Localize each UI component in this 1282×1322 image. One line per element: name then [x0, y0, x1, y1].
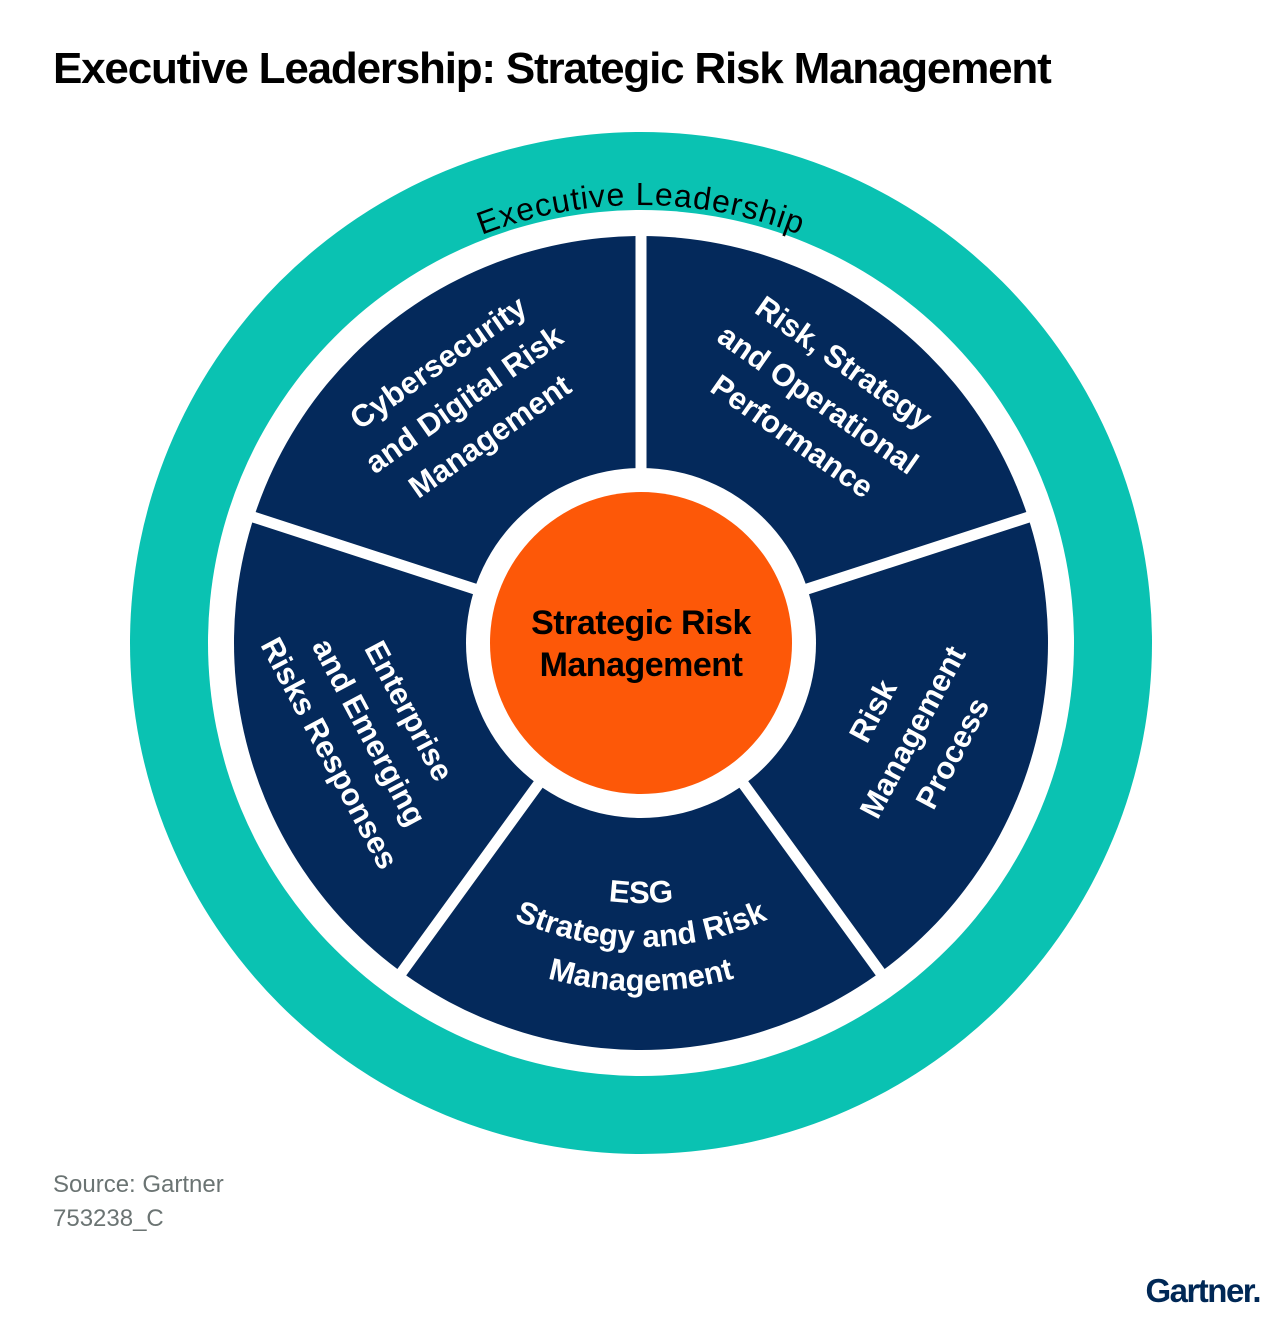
center-hub — [490, 492, 792, 794]
segment-label-line: ESG — [608, 873, 674, 910]
center-label-line: Management — [540, 646, 743, 684]
gartner-logo: Gartner. — [1145, 1272, 1261, 1309]
source-text: Source: Gartner — [53, 1171, 224, 1198]
page-title: Executive Leadership: Strategic Risk Man… — [53, 44, 1052, 93]
source-note: Source: Gartner 753238_C — [53, 1168, 224, 1236]
center-label-line: Strategic Risk — [531, 604, 751, 642]
center-hub-label: Strategic Risk Management — [531, 604, 752, 684]
document-id: 753238_C — [53, 1205, 164, 1232]
